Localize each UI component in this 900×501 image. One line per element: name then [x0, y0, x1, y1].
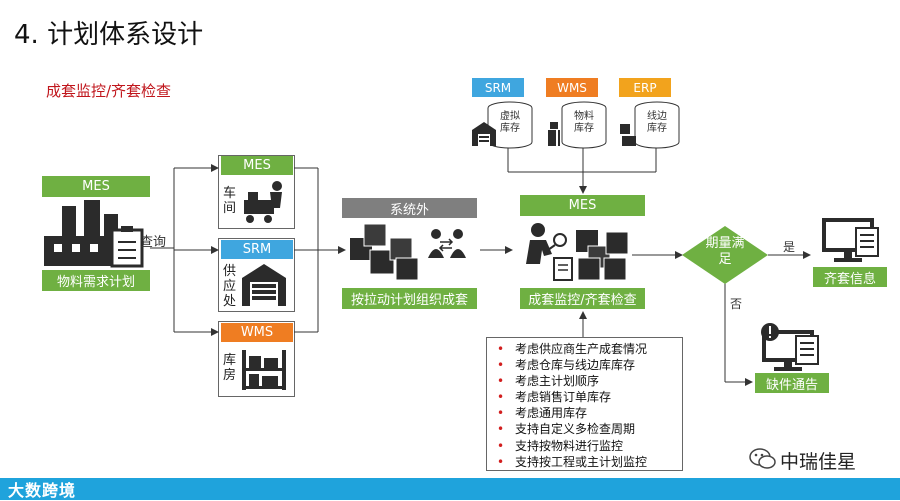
factory-icon [44, 200, 144, 268]
complete-info-label: 齐套信息 [813, 267, 887, 287]
wechat-icon [749, 448, 776, 469]
list-item: 考虑供应商生产成套情况 [495, 341, 676, 357]
source-wms-vertical: 库房 [223, 353, 237, 383]
source-mes-vertical: 车间 [223, 186, 237, 216]
list-item: 考虑主计划顺序 [495, 373, 676, 389]
watermark-right: 中瑞佳星 [780, 451, 857, 473]
db-wms-label: WMS [546, 78, 598, 97]
warehouse-icon [242, 264, 286, 306]
checklist: 考虑供应商生产成套情况 考虑仓库与线边库库存 考虑主计划顺序 考虑销售订单库存 … [486, 337, 683, 471]
database-cylinders [472, 101, 680, 149]
query-label: 查询 [140, 235, 167, 250]
external-system-label: 系统外 [342, 198, 477, 218]
bottom-bar [0, 478, 900, 500]
decision-question: 期量满足 [705, 236, 745, 267]
workshop-cart-icon [244, 181, 282, 223]
external-caption: 按拉动计划组织成套 [342, 288, 477, 309]
decision-no-label: 否 [730, 297, 743, 311]
db-wms-text: 物料库存 [574, 111, 594, 134]
list-item: 考虑仓库与线边库库存 [495, 357, 676, 373]
list-item: 支持按物料进行监控 [495, 438, 676, 454]
alert-monitor-icon [761, 323, 819, 371]
shortage-notice-label: 缺件通告 [755, 373, 829, 393]
list-item: 考虑通用库存 [495, 405, 676, 421]
list-item: 支持自定义多检查周期 [495, 421, 676, 437]
boxes-exchange-icon [350, 223, 466, 281]
section-subtitle: 成套监控/齐套检查 [46, 82, 172, 100]
db-erp-label: ERP [619, 78, 671, 97]
db-srm-label: SRM [472, 78, 524, 97]
decision-yes-label: 是 [783, 240, 796, 254]
monitor-caption: 成套监控/齐套检查 [520, 288, 645, 309]
shelf-icon [242, 350, 286, 390]
mes-label-left: MES [42, 176, 150, 197]
list-item: 支持按工程或主计划监控 [495, 454, 676, 470]
decision-diamond [682, 226, 768, 284]
db-srm-text: 虚拟库存 [500, 111, 520, 134]
source-srm-vertical: 供应处 [223, 264, 237, 309]
page-title: 4. 计划体系设计 [14, 20, 204, 50]
watermark-left: 大数跨境 [8, 481, 77, 500]
db-erp-text: 线边库存 [647, 111, 667, 134]
material-plan-label: 物料需求计划 [42, 270, 150, 291]
monitor-mes-label: MES [520, 195, 645, 216]
source-wms-label: WMS [221, 323, 293, 342]
source-mes-label: MES [221, 156, 293, 175]
source-srm-label: SRM [221, 240, 293, 259]
list-item: 考虑销售订单库存 [495, 389, 676, 405]
monitor-checklist-icon [822, 218, 879, 262]
inspector-boxes-icon [526, 223, 629, 281]
